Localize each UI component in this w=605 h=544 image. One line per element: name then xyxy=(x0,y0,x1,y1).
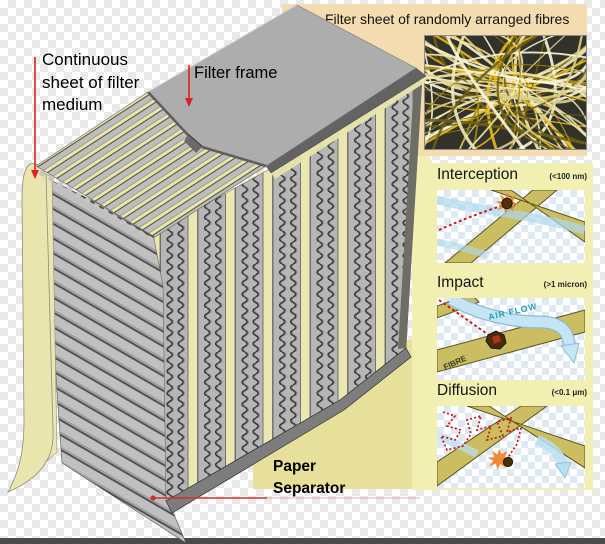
particle-path xyxy=(439,411,523,462)
particle xyxy=(501,197,513,210)
down-arrowhead xyxy=(31,170,39,179)
impact-header: Impact (>1 micron) xyxy=(437,274,587,292)
diffusion-title: Diffusion xyxy=(437,382,498,399)
fiber-sheet-title: Filter sheet of randomly arranged fibres xyxy=(325,11,570,27)
air-flow-arrowhead xyxy=(554,461,572,479)
particle-facet xyxy=(492,335,501,344)
interception-header: Interception (<100 nm) xyxy=(437,166,587,184)
impact-illustration: FIBRE AIR FLOW xyxy=(437,298,585,380)
filter-frame-label: Filter frame xyxy=(194,64,278,82)
particle xyxy=(502,456,514,468)
diffusion-illustration xyxy=(437,406,585,488)
air-flow-arrow xyxy=(448,298,576,350)
right-gap-strip xyxy=(412,156,430,490)
mechanism-panels: Interception (<100 nm) Impact (>1 micron… xyxy=(430,163,593,490)
bottom-border-bar xyxy=(0,538,605,544)
interception-illustration xyxy=(437,190,585,263)
pleat-caps-staircase xyxy=(154,165,265,233)
particle-path xyxy=(438,299,494,339)
fiber-art xyxy=(412,26,596,159)
particle-path xyxy=(438,205,502,231)
air-stream xyxy=(437,195,585,235)
fiber-sheet-panel: Filter sheet of randomly arranged fibres xyxy=(282,4,596,159)
diffusion-size-note: (<0.1 μm) xyxy=(551,388,587,397)
continuous-sheet-curl xyxy=(7,163,58,493)
diffusion-header: Diffusion (<0.1 μm) xyxy=(437,382,587,400)
fibre-band xyxy=(444,190,558,263)
filter-frame-leader xyxy=(185,65,193,107)
continuous-sheet-label: Continuous sheet of filter medium xyxy=(42,50,140,115)
frame-fold xyxy=(184,135,202,153)
fiber-photo xyxy=(412,26,596,159)
impact-title: Impact xyxy=(437,274,484,291)
leader-dot xyxy=(150,495,156,501)
fibre-band xyxy=(490,190,585,243)
corrugated-left-face xyxy=(41,175,187,544)
fibre-band xyxy=(466,406,585,469)
paper-separator-label: Paper Separator xyxy=(273,458,346,498)
down-arrowhead xyxy=(185,98,193,107)
pleat-tips-edge xyxy=(38,169,154,243)
continuous-sheet-leader xyxy=(31,57,39,179)
impact-size-note: (>1 micron) xyxy=(543,280,587,289)
interception-size-note: (<100 nm) xyxy=(549,172,587,181)
air-flow-arrowhead xyxy=(560,342,580,365)
interception-title: Interception xyxy=(437,166,518,183)
air-stream xyxy=(437,238,491,260)
